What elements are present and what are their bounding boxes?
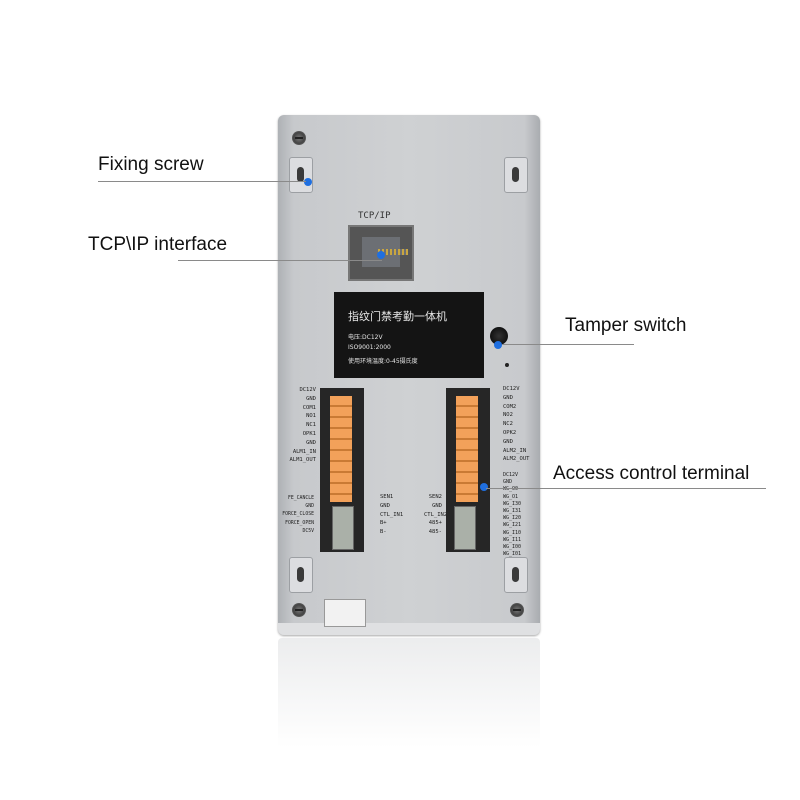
bottom-right-screw [510,603,524,617]
plate-iso: ISO9001:2000 [348,344,391,351]
right-screw-terminal [456,396,478,502]
port-label: TCP/IP [358,211,391,221]
fixing-screw-marker [304,178,312,186]
fixing-screw-slot-top-left [289,157,313,193]
left-connector [332,506,354,550]
port-contacts [378,249,408,255]
fixing-screw-slot-bottom-right [504,557,528,593]
leader-line-fixing-screw [98,181,306,182]
access-terminal-marker [480,483,488,491]
fixing-screw-slot-top-right [504,157,528,193]
left-screw-terminal [330,396,352,502]
plate-voltage: 电压:DC12V [348,334,383,341]
callout-access-control-terminal: Access control terminal [553,463,750,484]
bottom-left-screw [292,603,306,617]
right-connector [454,506,476,550]
left-terminal-block [320,388,364,552]
tamper-switch [490,327,508,345]
tcp-ip-marker [377,251,385,259]
panel-bottom-edge [278,623,540,635]
top-left-screw [292,131,306,145]
leader-line-tamper-switch [502,344,634,345]
leader-line-tcp-ip [178,260,382,261]
plate-title: 指纹门禁考勤一体机 [348,310,447,323]
plate-temperature: 使用环境温度:0-45摄氏度 [348,358,418,365]
access-controller-back-panel: TCP/IP 指纹门禁考勤一体机 电压:DC12V ISO9001:2000 使… [278,115,540,635]
left-lower-labels: FE_CANCLE GND FORCE_CLOSE FORCE_OPEN DC5… [282,496,314,534]
callout-tamper-switch: Tamper switch [565,315,687,336]
callout-tcp-ip-interface: TCP\IP interface [88,234,228,255]
right-terminal-labels: DC12V GND COM2 NO2 NC2 OPK2 GND ALM2_IN … [503,386,530,463]
left-terminal-labels: DC12V GND COM1 NO1 NC1 OPK1 GND ALM1_IN … [289,387,317,464]
device-reflection [278,638,540,748]
status-led [505,363,509,367]
callout-fixing-screw: Fixing screw [98,154,204,175]
right-center-labels: SEN2 GND CTL_IN2 485+ 485- [424,494,448,536]
leader-line-access-terminal [486,488,766,489]
tcp-ip-port [348,225,414,281]
cable-entry-notch [324,599,366,627]
tamper-switch-marker [494,341,502,349]
left-center-labels: SEN1 GND CTL_IN1 B+ B- [380,494,404,536]
device-label-plate: 指纹门禁考勤一体机 电压:DC12V ISO9001:2000 使用环境温度:0… [334,292,484,378]
right-lower-labels: DC12V GND WG_O0 WG_O1 WG_I30 WG_I31 WG_I… [503,472,522,558]
right-terminal-block [446,388,490,552]
fixing-screw-slot-bottom-left [289,557,313,593]
